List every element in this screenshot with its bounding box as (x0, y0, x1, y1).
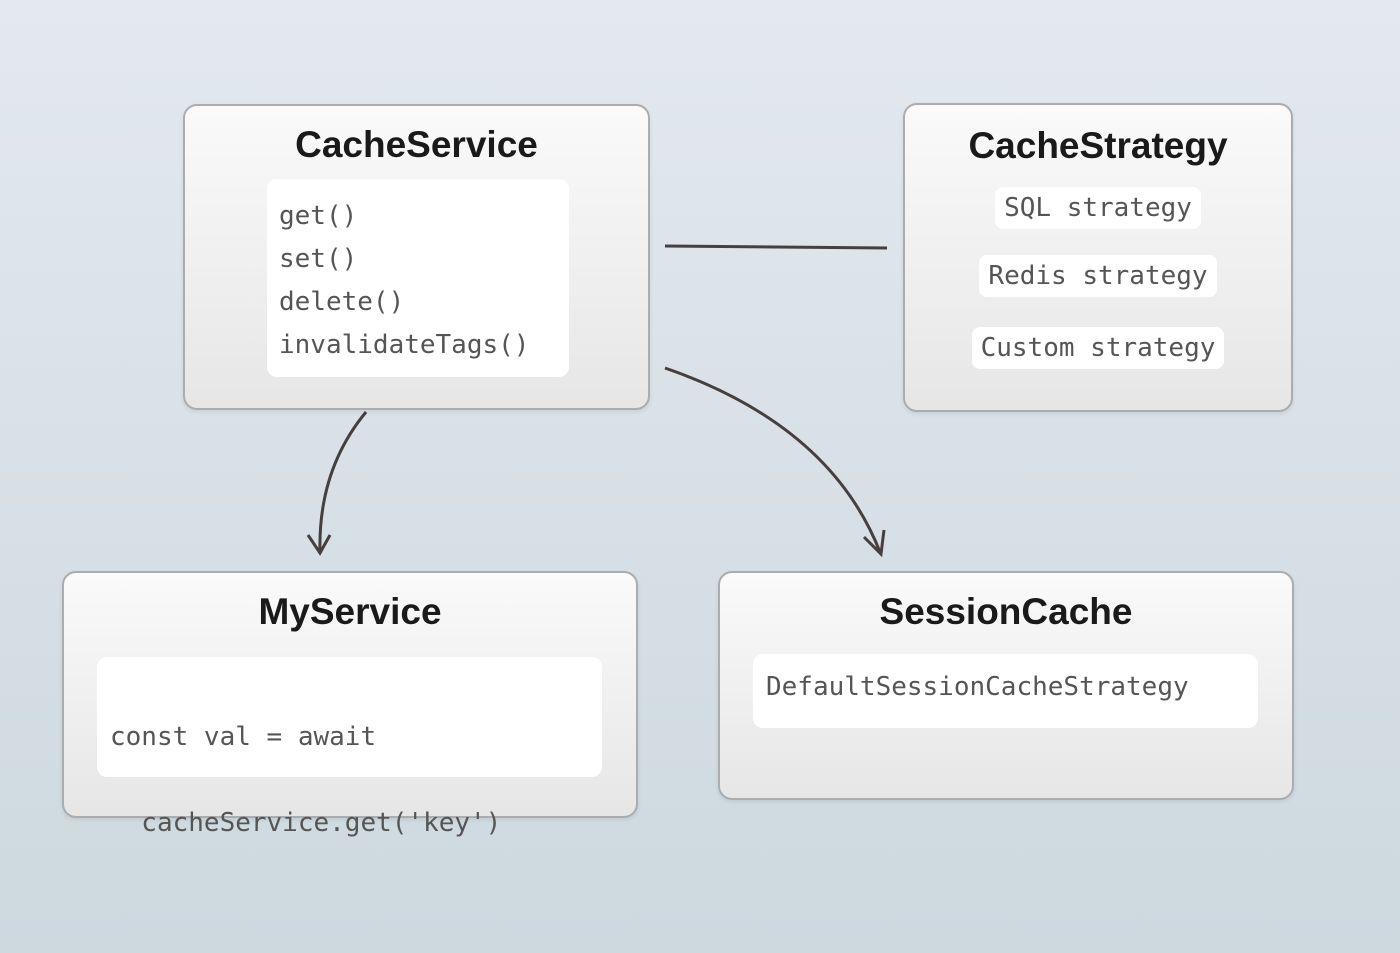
arrow-service-to-sessioncache (664, 366, 882, 553)
strategy-item: Redis strategy (979, 255, 1217, 297)
node-title: SessionCache (879, 591, 1133, 632)
method: set() (279, 244, 358, 274)
strategy-item: Custom strategy (971, 327, 1225, 369)
code-line: cacheService.get('key') (110, 808, 502, 838)
strategy-item: SQL strategy (995, 187, 1201, 229)
methods-list: get() set() delete() invalidateTags() (267, 179, 569, 377)
cache-strategy-node[interactable]: CacheStrategy SQL strategy Redis strateg… (903, 103, 1293, 412)
code-block: DefaultSessionCacheStrategy (753, 654, 1258, 728)
node-title: CacheStrategy (968, 125, 1228, 166)
method: delete() (279, 287, 405, 317)
method: get() (279, 201, 358, 231)
session-cache-node[interactable]: SessionCache DefaultSessionCacheStrategy (718, 571, 1294, 800)
node-title: MyService (258, 591, 442, 632)
node-title: CacheService (295, 124, 538, 165)
my-service-node[interactable]: MyService const val = await cacheService… (62, 571, 638, 838)
method: invalidateTags() (279, 330, 530, 360)
cache-service-node[interactable]: CacheService get() set() delete() invali… (183, 104, 650, 410)
line-service-strategy (664, 244, 888, 250)
code-line: const val = await (110, 722, 377, 752)
arrow-service-to-myservice (318, 411, 368, 553)
code-block: const val = await cacheService.get('key'… (97, 657, 602, 838)
